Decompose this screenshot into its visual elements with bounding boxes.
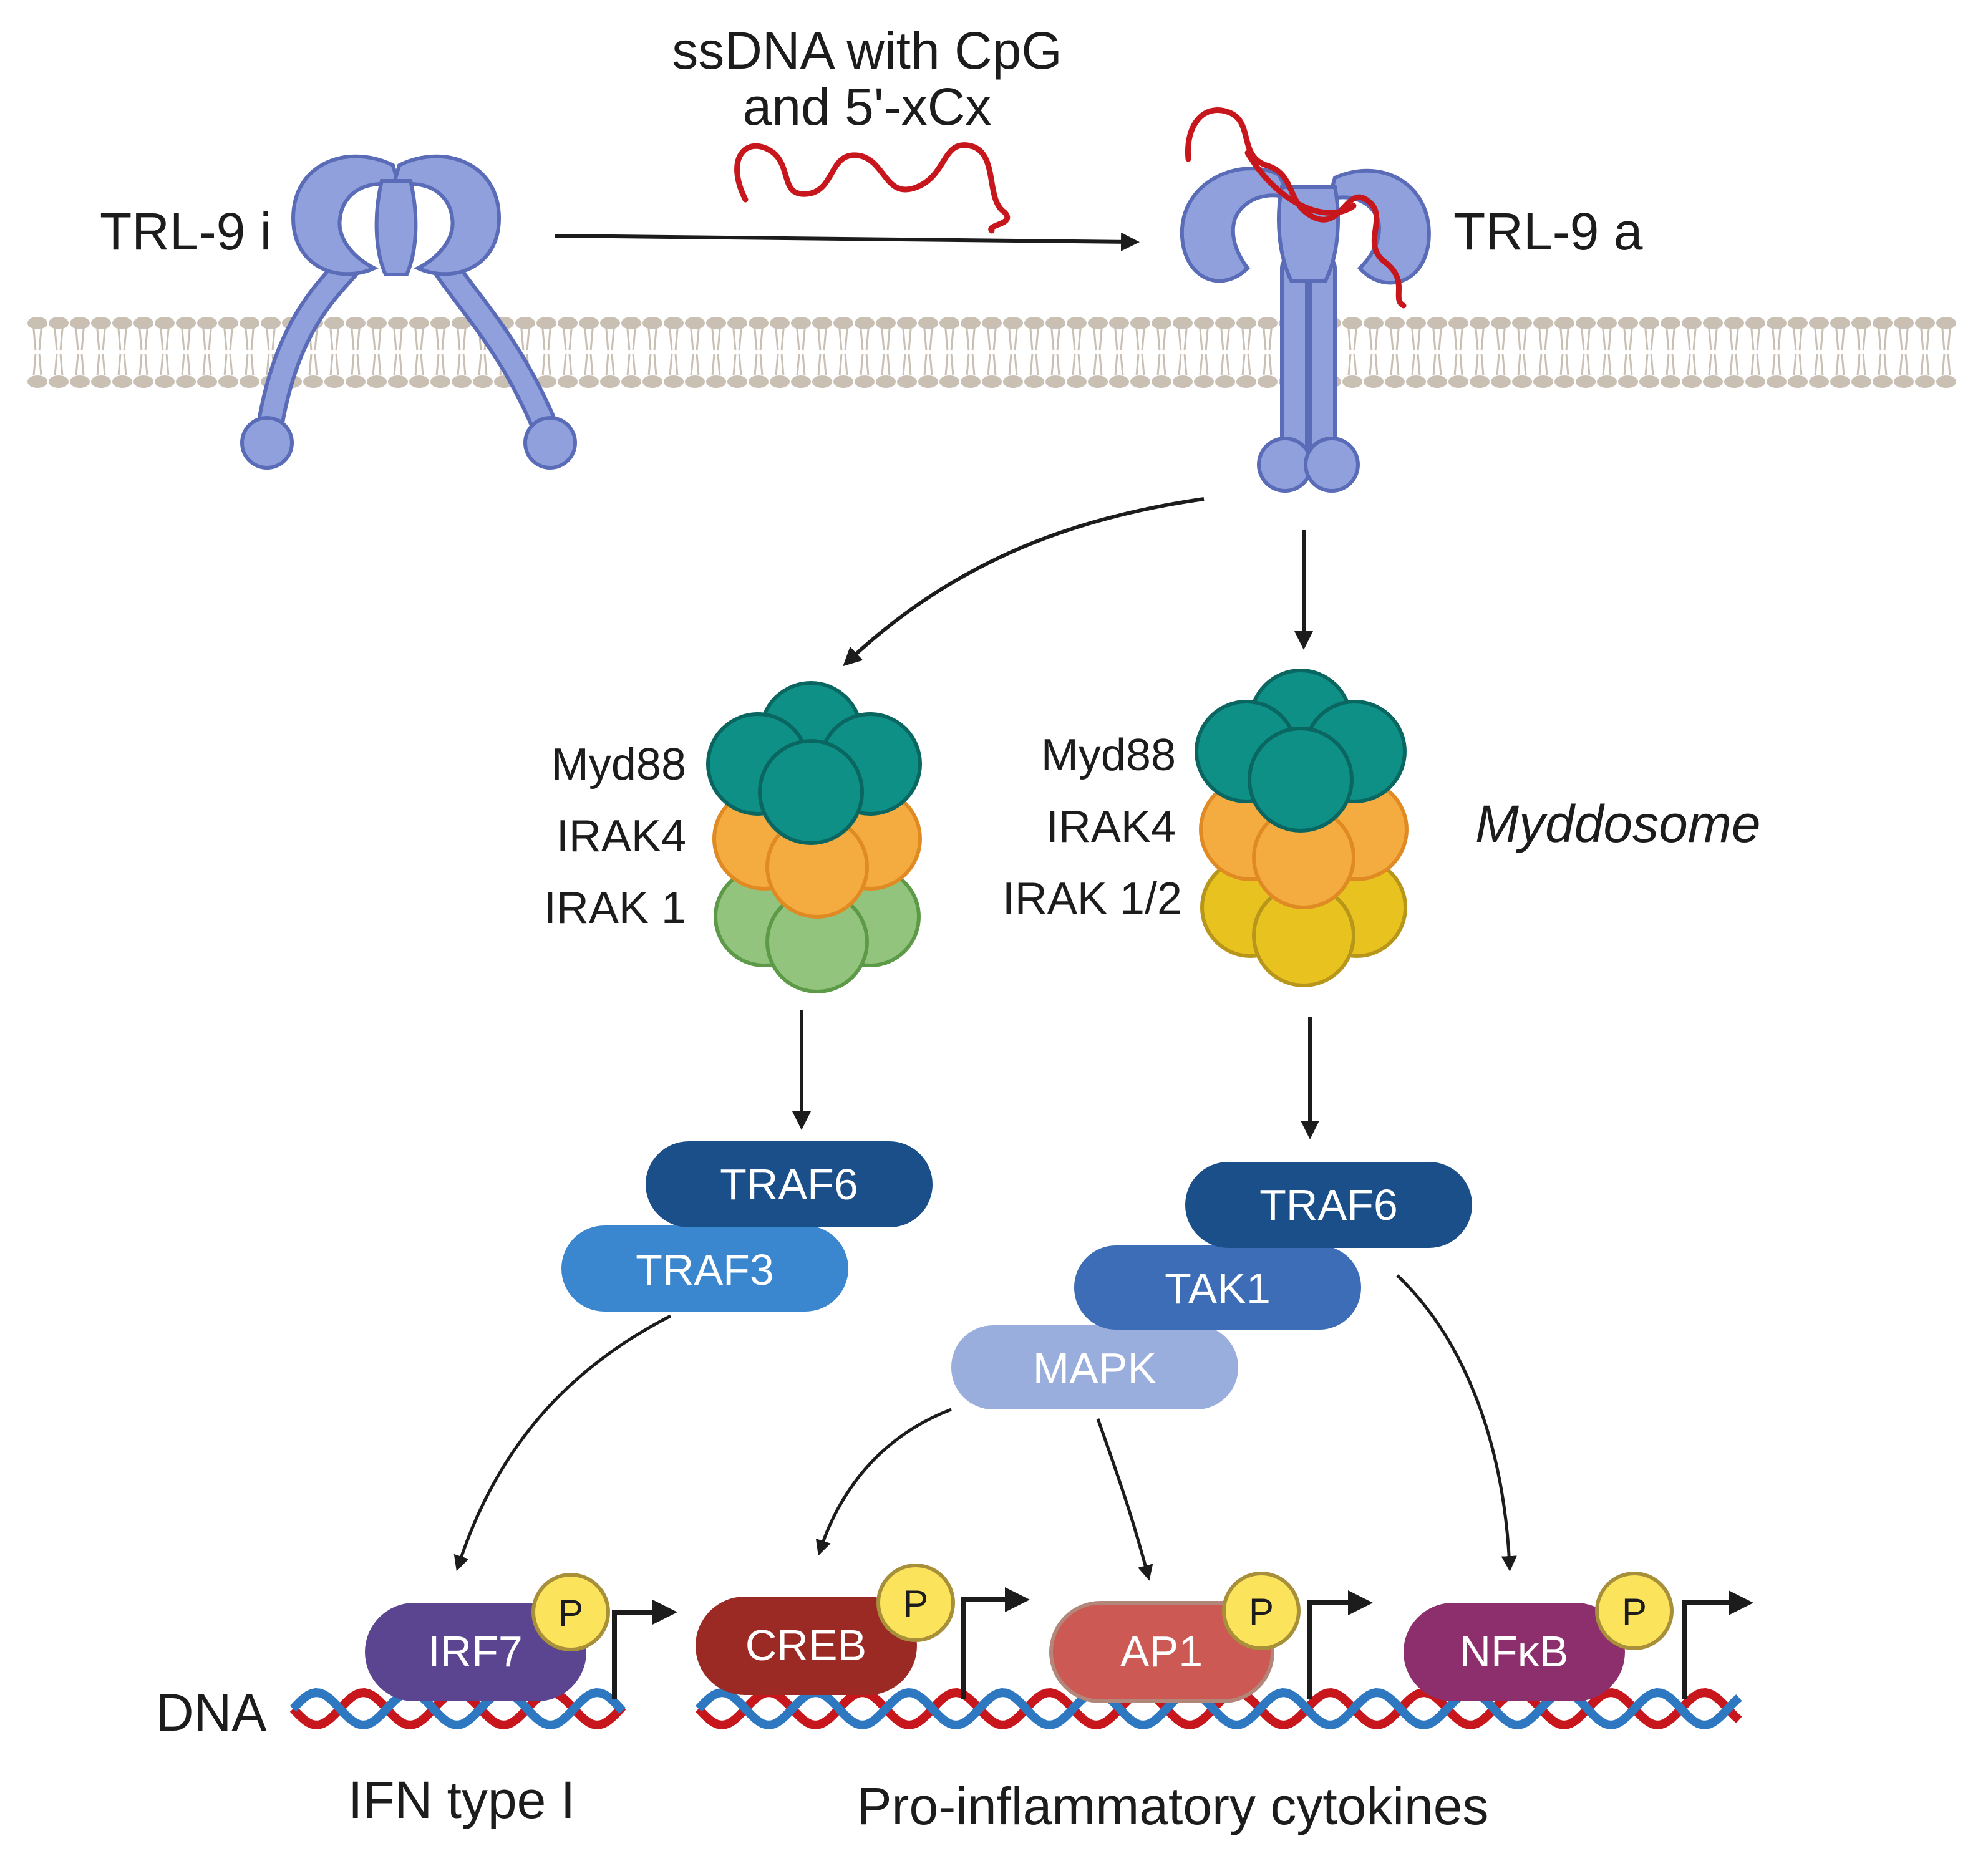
irf7-phospho <box>531 1573 610 1651</box>
traf3-pill: TRAF3 <box>561 1225 848 1312</box>
mapk-label: MAPK <box>1033 1344 1156 1393</box>
left-irak-label: IRAK 1 <box>544 883 686 933</box>
myddosome-right <box>1195 669 1409 987</box>
irf7-phospho-label: P <box>558 1592 583 1634</box>
arrow-to-irf7 <box>453 1314 672 1572</box>
right-myd88-label: Myd88 <box>1041 730 1176 780</box>
left-myd88-label: Myd88 <box>551 740 686 790</box>
tss-arrow-irf7 <box>612 1600 677 1699</box>
activation-arrow <box>555 232 1140 251</box>
ifn-label: IFN type I <box>348 1771 575 1829</box>
ap1-phospho-label: P <box>1249 1591 1274 1633</box>
arrow-to-ap1 <box>1096 1418 1153 1581</box>
cytokines-label: Pro-inflammatory cytokines <box>857 1777 1489 1835</box>
creb-phospho-label: P <box>903 1583 928 1625</box>
receptor-active-label: TRL-9 a <box>1453 202 1643 261</box>
irf7-label: IRF7 <box>428 1627 523 1676</box>
myddosome-left <box>706 681 922 993</box>
tss-arrow-ap1 <box>1307 1590 1373 1699</box>
right-irak4-label: IRAK4 <box>1046 802 1176 852</box>
tss-arrow-creb <box>961 1587 1030 1699</box>
right-irak-label: IRAK 1/2 <box>1002 874 1182 924</box>
left-irak4-label: IRAK4 <box>556 811 686 861</box>
dna-label: DNA <box>156 1683 266 1742</box>
creb-factor: CREB P <box>696 1564 955 1695</box>
tak1-label: TAK1 <box>1165 1264 1271 1313</box>
tss-arrow-nfkb <box>1682 1590 1753 1699</box>
receptor-inactive <box>240 154 577 470</box>
traf3-label: TRAF3 <box>636 1245 774 1294</box>
arrow-to-creb <box>815 1408 952 1556</box>
traf6-right-pill: TRAF6 <box>1185 1162 1472 1248</box>
creb-label: CREB <box>745 1621 866 1670</box>
ligand-label-line2: and 5'-xCx <box>743 77 992 136</box>
nfkb-factor: NFκB P <box>1404 1572 1674 1701</box>
nfkb-phospho-label: P <box>1622 1591 1647 1633</box>
irf7-factor: IRF7 P <box>365 1573 610 1701</box>
creb-phospho <box>876 1564 955 1642</box>
ap1-label: AP1 <box>1120 1627 1203 1676</box>
arrow-to-left-myddosome <box>843 497 1205 667</box>
arrow-to-nfkb <box>1396 1274 1517 1572</box>
myd88-cluster <box>706 681 922 845</box>
ssdna-bound <box>1185 107 1407 309</box>
tak1-pill: TAK1 <box>1074 1245 1361 1330</box>
mapk-pill: MAPK <box>951 1325 1238 1409</box>
ap1-factor: AP1 P <box>1049 1572 1301 1703</box>
myddosome-label: Myddosome <box>1475 795 1761 853</box>
nfkb-phospho <box>1595 1572 1674 1650</box>
ligand-label-line1: ssDNA with CpG <box>672 21 1062 80</box>
ap1-phospho <box>1222 1572 1301 1650</box>
traf6-right-label: TRAF6 <box>1259 1181 1398 1229</box>
ssdna-ligand <box>734 142 1011 234</box>
receptor-inactive-label: TRL-9 i <box>100 202 271 261</box>
traf6-left-label: TRAF6 <box>720 1160 858 1209</box>
nfkb-label: NFκB <box>1460 1627 1569 1676</box>
myd88-cluster-right <box>1195 669 1407 833</box>
receptor-active <box>1180 167 1431 493</box>
traf6-left-pill: TRAF6 <box>646 1141 933 1227</box>
